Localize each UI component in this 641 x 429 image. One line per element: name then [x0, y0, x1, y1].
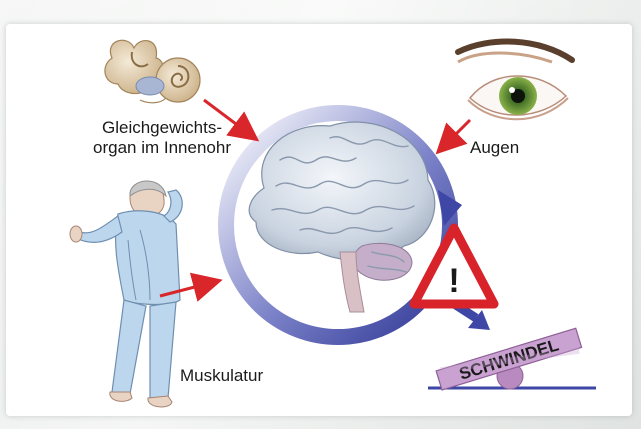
eyes-label: Augen [470, 138, 519, 158]
warning-icon: ! [414, 228, 494, 304]
eye-icon [458, 42, 572, 120]
ear-label: Gleichgewichts- organ im Innenohr [82, 118, 242, 158]
inner-ear-icon [105, 40, 200, 103]
seesaw-icon: SCHWINDEL [428, 328, 596, 390]
muscles-label: Muskulatur [180, 366, 263, 386]
brain-icon [249, 122, 435, 312]
eye-arrow [442, 120, 470, 148]
warning-symbol: ! [448, 262, 459, 300]
